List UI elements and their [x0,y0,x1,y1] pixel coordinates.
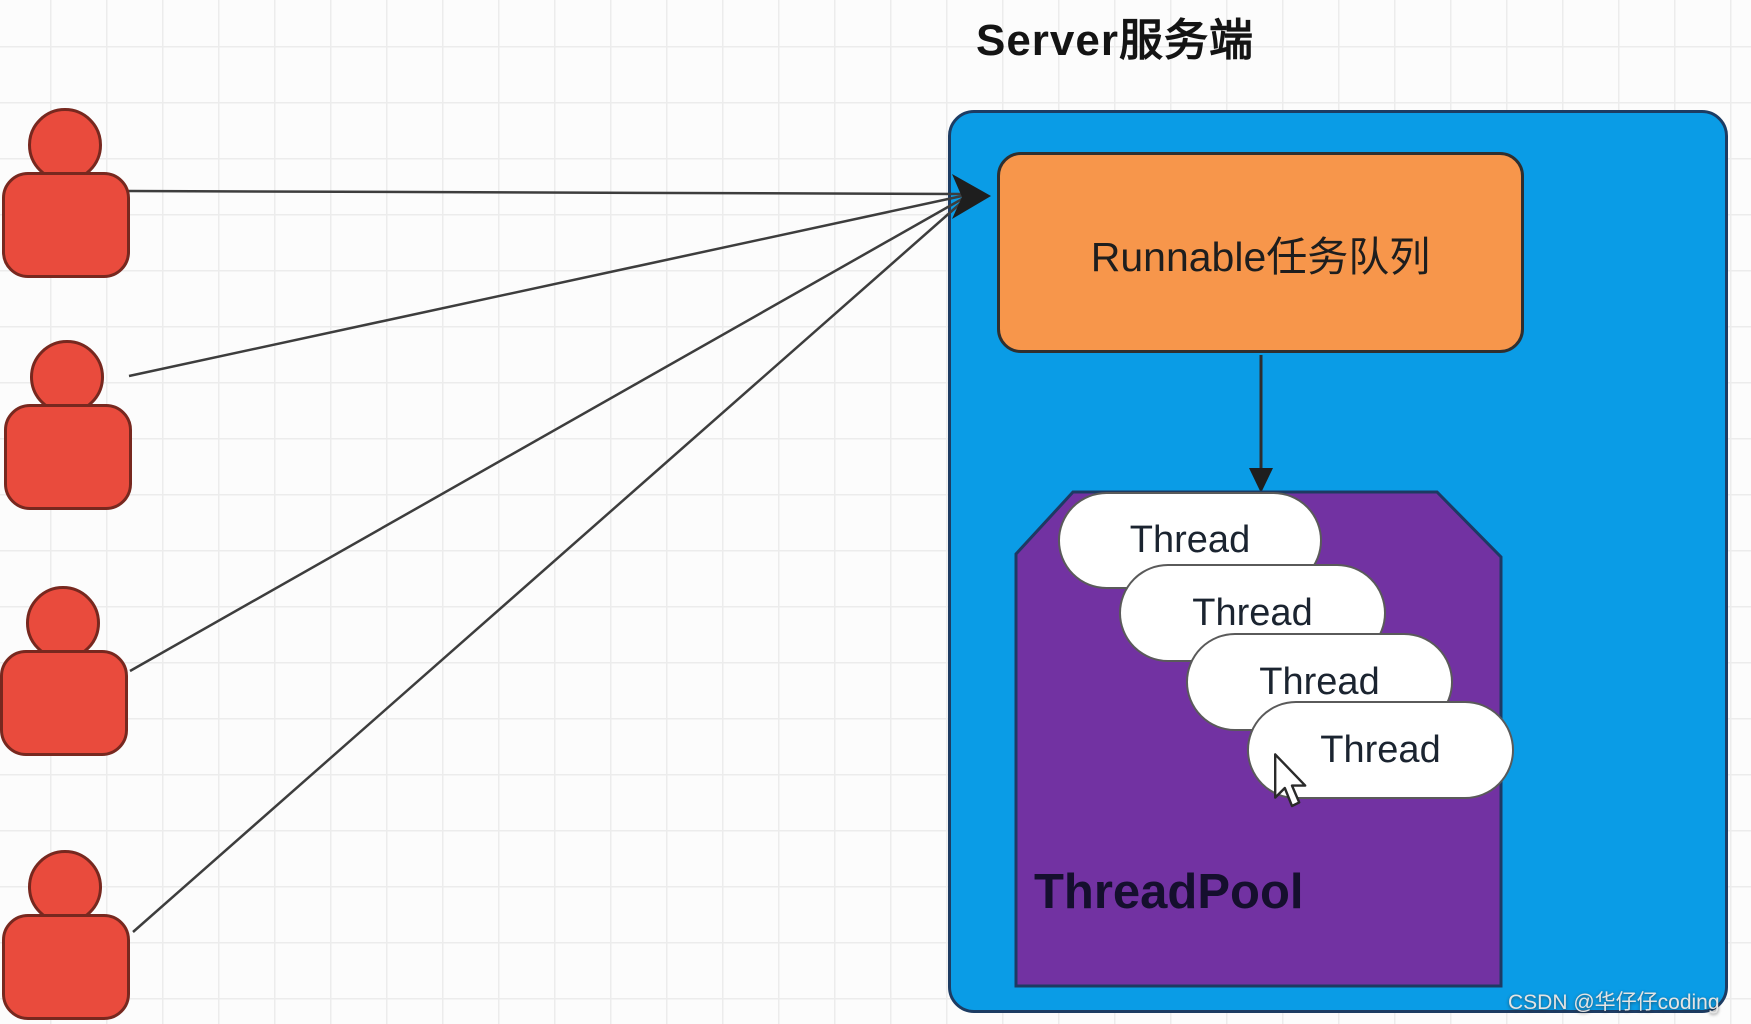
thread-label: Thread [1192,591,1313,634]
person-head [30,340,104,414]
mouse-pointer-icon [1273,753,1307,808]
runnable-task-queue-box: Runnable任务队列 [997,152,1524,353]
thread-label: Thread [1129,519,1251,561]
person-body [4,404,132,510]
thread-pool-label: ThreadPool [1034,865,1304,919]
thread-label: Thread [1320,728,1441,771]
person-head [28,850,102,924]
client2-person-icon [4,340,139,512]
client3-connection-line [129,197,963,673]
person-head [26,586,100,660]
thread-label: Thread [1259,660,1380,703]
watermark: CSDN @华仔仔coding [1508,991,1720,1014]
client4-connection-line [132,201,963,933]
person-body [0,650,128,756]
client1-person-icon [2,108,137,280]
person-head [28,108,102,182]
client3-person-icon [0,586,135,758]
client4-person-icon [2,850,137,1022]
page-title: Server服务端 [975,16,1254,65]
runnable-task-queue-label: Runnable任务队列 [1090,233,1431,280]
person-body [2,172,130,278]
person-body [2,914,130,1020]
client2-connection-line [128,194,963,378]
client1-connection-line [127,189,963,196]
